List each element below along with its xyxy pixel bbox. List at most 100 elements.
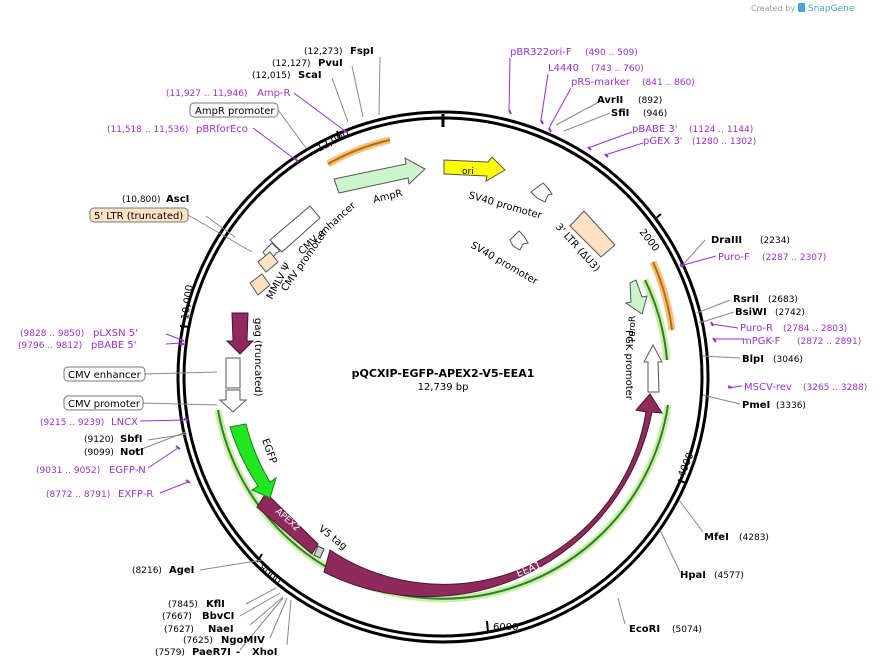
primer-pos-lncx: (9215 .. 9239) <box>40 418 104 428</box>
gag-feature[interactable] <box>225 312 255 355</box>
site-pos-avrii: (892) <box>638 96 662 106</box>
primer-amp-r[interactable]: Amp-R <box>257 88 291 99</box>
puro-highlight-line <box>652 261 673 331</box>
tick-label-8000: 8000 <box>256 563 283 587</box>
primer-pos-pbabe5: (9796 .. 9812) <box>18 341 82 351</box>
primer-pos-exfp-r: (8772 .. 8791) <box>46 490 110 500</box>
site-agei[interactable]: AgeI <box>169 565 194 576</box>
site-bbvci[interactable]: BbvCI <box>202 611 234 622</box>
puror-label: PuroR <box>628 316 638 342</box>
primer-pos-pbabe3: (1124 .. 1144) <box>689 125 753 135</box>
primer-pos-egfp-n: (9031 .. 9052) <box>36 466 100 476</box>
site-hpai[interactable]: HpaI <box>680 570 706 581</box>
primer-mscv-rev[interactable]: MSCV-rev <box>744 382 792 393</box>
site-pos-draiii: (2234) <box>760 236 790 246</box>
primer-lncx[interactable]: LNCX <box>111 417 138 428</box>
ltr5-box[interactable] <box>89 207 189 223</box>
primer-pos-pbr322ori-f: (490 .. 509) <box>585 48 638 58</box>
primer-pbabe3[interactable]: pBABE 3' <box>632 124 678 135</box>
tick-label-10000: 10,000 <box>180 284 196 320</box>
site-pos-pmei: (3336) <box>776 401 806 411</box>
primer-pos-puro-f: (2287 .. 2307) <box>762 253 826 263</box>
sv40-promoter-2-feature[interactable] <box>509 230 529 251</box>
site-scai[interactable]: ScaI <box>298 70 322 81</box>
primer-pbr322ori-f[interactable]: pBR322ori-F <box>510 47 572 58</box>
site-noti[interactable]: NotI <box>120 447 144 458</box>
site-pmei[interactable]: PmeI <box>742 400 770 411</box>
site-pos-kfli: (7845) <box>168 600 198 610</box>
site-paer7i[interactable]: PaeR7I <box>192 647 231 658</box>
site-bsiwi[interactable]: BsiWI <box>735 307 767 318</box>
primer-l4440[interactable]: L4440 <box>548 63 579 74</box>
site-pos-ngomiv: (7625) <box>183 636 213 646</box>
site-pos-scai: (12,015) <box>252 71 291 81</box>
primer-pos-plxsn5: (9828 .. 9850) <box>20 329 84 339</box>
ltr5-small-feature[interactable] <box>257 251 279 273</box>
primer-egfp-n[interactable]: EGFP-N <box>109 465 146 476</box>
site-sfii[interactable]: SfiI <box>611 108 629 119</box>
primer-pbabe5[interactable]: pBABE 5' <box>91 340 137 351</box>
site-fspi[interactable]: FspI <box>350 46 374 57</box>
leader-lines <box>133 56 741 651</box>
v5-tag-feature[interactable] <box>313 545 325 559</box>
site-pvui[interactable]: PvuI <box>318 58 343 69</box>
ori-feature[interactable] <box>443 156 506 182</box>
site-pos-ecori: (5074) <box>672 625 702 635</box>
primer-pgex3[interactable]: pGEX 3' <box>643 136 683 147</box>
site-pos-agei: (8216) <box>132 566 162 576</box>
ampr-promoter-box[interactable] <box>189 102 279 118</box>
gag-label: gag (truncated) <box>252 318 263 397</box>
ltr3-feature[interactable] <box>569 210 616 258</box>
site-kfli[interactable]: KflI <box>206 599 225 610</box>
site-draiii[interactable]: DraIII <box>711 235 742 246</box>
site-pos-pvui: (12,127) <box>272 59 311 69</box>
primer-pos-pgex3: (1280 .. 1302) <box>692 137 756 147</box>
plasmid-name: pQCXIP-EGFP-APEX2-V5-EEA1 <box>352 367 535 380</box>
primer-mpgk-f[interactable]: mPGK-F <box>742 336 781 347</box>
site-pos-blpi: (3046) <box>773 355 803 365</box>
site-asci[interactable]: AscI <box>166 194 189 205</box>
cmv-promoter-lower-feature[interactable] <box>218 389 248 413</box>
apex2-feature[interactable] <box>256 492 319 555</box>
primer-puro-r[interactable]: Puro-R <box>740 323 773 334</box>
site-xhoi[interactable]: XhoI <box>252 647 277 658</box>
site-sbfi[interactable]: SbfI <box>120 434 142 445</box>
ampr-feature[interactable] <box>333 157 426 194</box>
cmv-enhancer-box[interactable] <box>63 366 146 382</box>
site-blpi[interactable]: BlpI <box>742 354 764 365</box>
primer-exfp-r[interactable]: EXFP-R <box>118 489 153 500</box>
primer-prs-marker[interactable]: pRS-marker <box>571 77 631 88</box>
site-naei[interactable]: NaeI <box>208 624 234 635</box>
orf-line-main <box>217 404 669 600</box>
primer-tick-marks <box>175 109 733 484</box>
primer-plxsn5[interactable]: pLXSN 5' <box>93 328 138 339</box>
site-avrii[interactable]: AvrII <box>597 95 623 106</box>
eea1-feature[interactable] <box>323 393 663 598</box>
sv40-promoter-1-feature[interactable] <box>530 182 553 203</box>
site-pos-bsiwi: (2742) <box>775 308 805 318</box>
snapgene-logo-icon <box>798 3 805 12</box>
primer-pbrforeco[interactable]: pBRforEco <box>196 124 248 135</box>
ampr-highlight-line <box>327 139 391 165</box>
site-ecori[interactable]: EcoRI <box>629 624 660 635</box>
site-rsrii[interactable]: RsrII <box>733 294 759 305</box>
puror-feature[interactable] <box>624 279 648 315</box>
plasmid-size: 12,739 bp <box>418 382 469 393</box>
mmlv-psi-feature[interactable] <box>249 273 271 296</box>
cmv-promoter-box[interactable] <box>63 395 144 411</box>
ori-label: ori <box>462 167 474 177</box>
boxed-labels: AmpR promoter 5' LTR (truncated) CMV enh… <box>63 102 279 411</box>
primer-pos-amp-r: (11,927 .. 11,946) <box>166 89 247 99</box>
orf-line-puro <box>644 279 668 361</box>
cmv-enhancer-upper-feature[interactable] <box>269 205 321 253</box>
ampr-promoter-label: AmpR promoter <box>195 106 275 117</box>
egfp-feature[interactable] <box>229 423 277 499</box>
site-ngomiv[interactable]: NgoMIV <box>221 635 265 646</box>
primer-puro-f[interactable]: Puro-F <box>718 252 750 263</box>
site-mfei[interactable]: MfeI <box>704 532 729 543</box>
primers: pBR322ori-F (490 .. 509) L4440 (743 .. 7… <box>18 47 867 500</box>
cmv-enhancer-lower-feature[interactable] <box>225 357 241 389</box>
primer-leader-lines <box>139 57 744 494</box>
pgk-promoter-feature[interactable] <box>643 343 663 393</box>
